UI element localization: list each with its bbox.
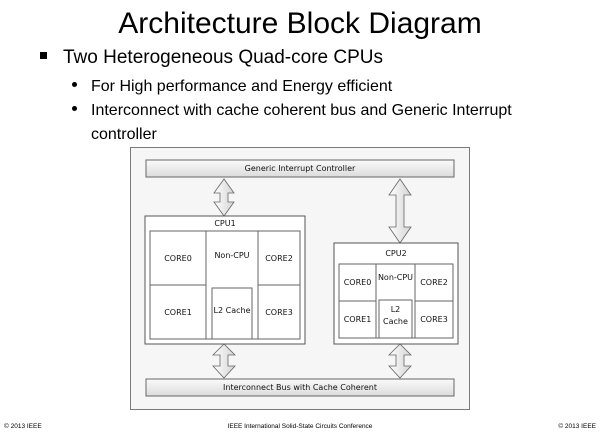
cpu1-noncpu: Non-CPU (214, 251, 250, 260)
sub-bullet-1: For High performance and Energy efficien… (72, 76, 392, 98)
sub-bullet-2-continuation: controller (91, 126, 157, 143)
cpu1-l2-cache: L2 Cache (213, 306, 251, 315)
bus-label: Interconnect Bus with Cache Coherent (223, 383, 377, 392)
cpu2-core2: CORE2 (420, 278, 448, 287)
cpu1-label: CPU1 (214, 219, 236, 228)
bullet-main-text: Two Heterogeneous Quad-core CPUs (63, 47, 383, 68)
cpu2-core0: CORE0 (343, 278, 372, 287)
cpu1-l2-box (211, 287, 253, 340)
cpu2-core3: CORE3 (420, 315, 448, 324)
footer-left: © 2013 IEEE (4, 423, 42, 430)
arrow-cpu2-bus (388, 343, 412, 379)
bullet-main: Two Heterogeneous Quad-core CPUs (40, 46, 383, 70)
gic-bar (145, 159, 455, 178)
cpu1-core0: CORE0 (164, 254, 192, 263)
dot-bullet-icon (72, 82, 77, 88)
cpu1-core2: CORE2 (265, 254, 293, 263)
cpu2-core1: CORE1 (343, 315, 372, 324)
block-diagram: Generic Interrupt Controller Interconnec… (130, 147, 470, 410)
cpu2-l2-box (378, 299, 413, 339)
footer-right: © 2013 IEEE (558, 423, 596, 430)
sub-bullet-2-text: Interconnect with cache coherent bus and… (91, 102, 512, 119)
cpu2-label: CPU2 (385, 249, 407, 258)
bus-bar (145, 378, 455, 397)
footer-center: IEEE International Solid-State Circuits … (227, 423, 373, 430)
cpu2-l2-line2: Cache (383, 317, 408, 326)
gic-label: Generic Interrupt Controller (244, 164, 356, 173)
cpu1-core1: CORE1 (164, 308, 192, 317)
cpu1-core3: CORE3 (265, 308, 293, 317)
sub-bullet-1-text: For High performance and Energy efficien… (91, 78, 393, 95)
sub-bullet-2: Interconnect with cache coherent bus and… (72, 100, 512, 122)
dot-bullet-icon (72, 106, 77, 112)
cpu2-noncpu: Non-CPU (377, 273, 414, 282)
cpu2-l2-line1: L2 (390, 305, 401, 314)
square-bullet-icon (40, 52, 47, 60)
slide-title: Architecture Block Diagram (118, 7, 482, 40)
arrow-cpu1-bus (212, 343, 236, 379)
block-diagram-graphic (130, 147, 470, 410)
